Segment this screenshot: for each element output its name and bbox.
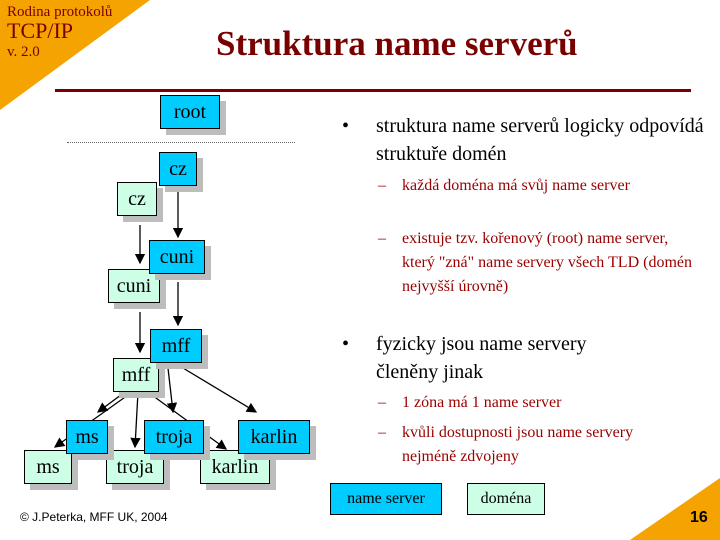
name-server-troja: troja [144, 420, 204, 454]
bullet-2-sub-1-text: 1 zóna má 1 name server [402, 394, 562, 411]
bullet-1-text: struktura name serverů logicky odpovídá … [376, 115, 704, 165]
bullet-2-text: fyzicky jsou name servery členěny jinak [376, 333, 587, 383]
domain-node-troja: troja [106, 450, 164, 484]
legend-domain: doména [467, 483, 545, 515]
slide-title: Struktura name serverů [216, 24, 578, 63]
corner-decoration-bottom-right [630, 478, 720, 540]
bullet-1-sub-1-text: každá doména má svůj name server [402, 177, 630, 194]
bullet-2-mark: • [342, 333, 350, 355]
domain-node-cuni: cuni [108, 269, 160, 303]
name-server-cuni: cuni [149, 240, 205, 274]
domain-node-karlin: karlin [200, 450, 270, 484]
arrow-mff-to-troja [166, 367, 178, 414]
subject-name: TCP/IP [7, 18, 74, 43]
bullet-2-sub-2-mark: – [378, 424, 386, 441]
name-server-karlin: karlin [238, 420, 310, 454]
copyright-notice: © J.Peterka, MFF UK, 2004 [20, 510, 168, 524]
name-server-mff: mff [150, 329, 202, 363]
domain-node-mff: mff [113, 358, 159, 392]
domain-node-ms: ms [24, 450, 72, 484]
page-number: 16 [690, 509, 708, 526]
bullet-2-sub-2-text: kvůli dostupnosti jsou name servery nejm… [402, 424, 634, 465]
arrow-mff-domain-to-karlin [144, 389, 228, 450]
arrow-mff-to-karlin [177, 364, 258, 413]
name-server-ms: ms [66, 420, 108, 454]
root-level-divider [67, 142, 295, 143]
name-server-cz: cz [159, 152, 197, 186]
series-name: Rodina protokolů [7, 4, 113, 20]
bullet-1-sub-2-mark: – [378, 230, 386, 247]
bullet-1-mark: • [342, 115, 350, 137]
domain-node-cz: cz [117, 182, 157, 216]
name-server-root: root [160, 95, 220, 129]
arrow-mff-domain-to-troja [130, 391, 141, 449]
legend-name-server: name server [330, 483, 442, 515]
bullet-1-sub-2-text: existuje tzv. kořenový (root) name serve… [402, 230, 692, 295]
bullet-2-sub-1-mark: – [378, 394, 386, 411]
bullet-1-sub-1-mark: – [378, 177, 386, 194]
version-label: v. 2.0 [7, 44, 40, 60]
title-divider [55, 89, 691, 92]
